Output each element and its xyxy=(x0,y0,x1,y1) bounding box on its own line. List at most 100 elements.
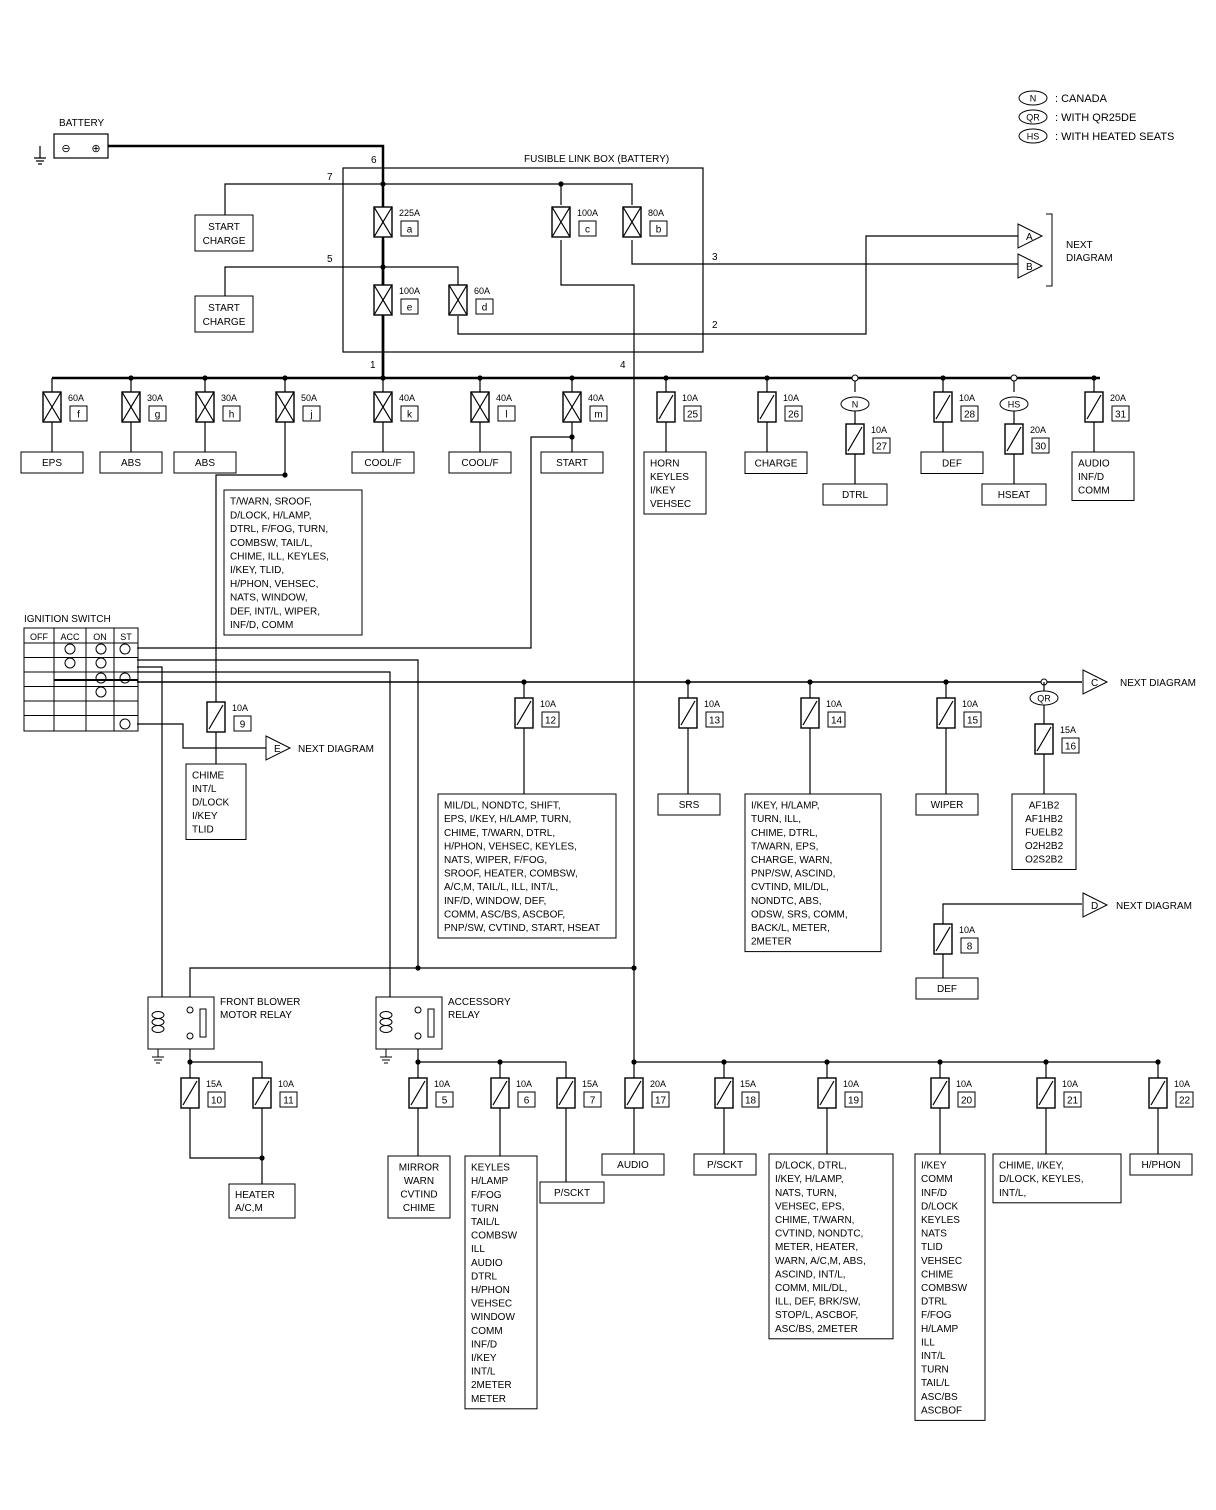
fuse-load-text: P/SCKT xyxy=(707,1160,743,1171)
fuse-load-text: H/PHON xyxy=(471,1285,510,1296)
wire-number: 3 xyxy=(712,252,718,263)
fuse-box xyxy=(827,711,846,728)
fuse-load-text: AUDIO xyxy=(617,1160,649,1171)
fuse-amp: 10A xyxy=(871,425,887,435)
wire-number: 5 xyxy=(327,254,333,265)
wire xyxy=(152,1056,164,1064)
fuse-load-box xyxy=(693,1153,757,1176)
junction-dot xyxy=(764,375,770,381)
wire xyxy=(622,206,642,238)
fuse-box xyxy=(1063,1091,1082,1108)
fuse8-load-text: DEF xyxy=(937,984,957,995)
fuse-load-text: COMM xyxy=(471,1326,503,1337)
relay-coil xyxy=(151,1025,165,1033)
fuse-load-text: I/KEY, H/LAMP, xyxy=(751,801,820,812)
switch-contact xyxy=(95,672,107,684)
fuse-load-box xyxy=(1011,793,1077,870)
wire xyxy=(380,1056,392,1064)
fuse-load-text: COMBSW xyxy=(921,1283,968,1294)
fuse-load-text: INF/D, WINDOW, DEF, xyxy=(444,896,546,907)
fuse-amp: 10A xyxy=(959,925,975,935)
start-charge-text: START xyxy=(208,303,240,314)
fuse-load-text: I/KEY xyxy=(650,486,676,497)
cond-code: N xyxy=(852,400,859,410)
wire-number: 4 xyxy=(620,360,626,371)
fuse-load-text: TURN, ILL, xyxy=(751,814,801,825)
link-amp: 30A xyxy=(147,393,163,403)
wire xyxy=(658,394,674,420)
fuse-id: 9 xyxy=(240,720,246,731)
j-load-list-text: INF/D, COMM xyxy=(230,620,293,631)
fuse-load-text: TLID xyxy=(921,1242,943,1253)
junction-dot xyxy=(380,181,386,187)
switch-contact xyxy=(95,657,107,669)
fuse-amp: 10A xyxy=(704,699,720,709)
wire xyxy=(716,1080,732,1106)
wire xyxy=(938,700,954,726)
j-load-list-text: COMBSW, TAIL/L, xyxy=(230,538,312,549)
link-id: f xyxy=(77,410,80,421)
fuse-load-text: ASCBOF xyxy=(921,1405,962,1416)
fuse-load-text: VEHSEC xyxy=(471,1299,512,1310)
link-amp: 40A xyxy=(399,393,415,403)
fuse-load-box xyxy=(744,451,808,474)
junction-dot xyxy=(663,375,669,381)
wire xyxy=(195,391,215,423)
link-box xyxy=(222,405,241,422)
wire xyxy=(42,391,62,423)
next-diagram: NEXT DIAGRAM xyxy=(298,744,374,755)
legend-desc: : WITH QR25DE xyxy=(1055,112,1136,124)
fuse-box xyxy=(705,711,724,728)
connector-e-letter: E xyxy=(274,744,281,755)
fuse-load-text: CHIME, T/WARN, xyxy=(775,1215,854,1226)
link-amp: 40A xyxy=(496,393,512,403)
fuse-load-text: CVTIND, NONDTC, xyxy=(775,1229,863,1240)
cond-code: HS xyxy=(1008,400,1021,410)
fuse-load-text: STOP/L, ASCBOF, xyxy=(775,1310,858,1321)
fuse-load-text: CHIME, DTRL, xyxy=(751,828,818,839)
fuse-load-text: CVTIND xyxy=(400,1190,437,1201)
wire xyxy=(208,704,224,730)
connector-c-connector xyxy=(1082,669,1109,695)
fuse-amp: 10A xyxy=(232,703,248,713)
load-text: COOL/F xyxy=(461,458,498,469)
wire xyxy=(942,903,1082,924)
fuse-load-text: COMM xyxy=(1078,486,1110,497)
junction-dot xyxy=(1091,375,1097,381)
junction-dot xyxy=(380,264,386,270)
fuse-id: 20 xyxy=(961,1096,973,1107)
fuse-box xyxy=(957,1091,976,1108)
link-id: k xyxy=(407,410,413,421)
fuse-load-text: NATS, TURN, xyxy=(775,1188,837,1199)
wire xyxy=(410,1080,426,1106)
wire xyxy=(935,926,951,952)
fuse-load-text: CHIME, I/KEY, xyxy=(999,1161,1064,1172)
fuse-load-text: INF/D xyxy=(1078,472,1104,483)
link-box xyxy=(578,220,597,237)
fuse-load-box xyxy=(981,483,1047,506)
fuse-load-box xyxy=(657,793,721,816)
fuse-amp: 10A xyxy=(783,393,799,403)
fuse-load-text: INT/L, xyxy=(999,1188,1026,1199)
fuse-id: 5 xyxy=(442,1096,448,1107)
connector-b-letter: B xyxy=(1026,262,1033,273)
wire xyxy=(137,671,391,1000)
fuse-id: 16 xyxy=(1065,742,1077,753)
fuse-load-text: CVTIND, MIL/DL, xyxy=(751,882,829,893)
link-amp: 60A xyxy=(68,393,84,403)
fuse-load-text: I/KEY xyxy=(921,1161,947,1172)
link-id: b xyxy=(656,225,662,236)
j-load-list-text: H/PHON, VEHSEC, xyxy=(230,579,318,590)
relay-name: MOTOR RELAY xyxy=(220,1010,292,1021)
fuse-load-text: KEYLES xyxy=(921,1215,960,1226)
fuse-id: 17 xyxy=(655,1096,667,1107)
heater-load-text: HEATER xyxy=(235,1190,275,1201)
fuse-load-text: H/LAMP xyxy=(921,1324,959,1335)
fuse-load-text: D/LOCK, DTRL, xyxy=(775,1161,847,1172)
fuse-load-text: I/KEY, H/LAMP, xyxy=(775,1174,844,1185)
fuse9-load-text: INT/L xyxy=(192,784,217,795)
fuse-amp: 10A xyxy=(1062,1079,1078,1089)
legend-code: N xyxy=(1030,94,1037,104)
fuse-box xyxy=(279,1091,298,1108)
fuse-box xyxy=(1031,437,1050,454)
